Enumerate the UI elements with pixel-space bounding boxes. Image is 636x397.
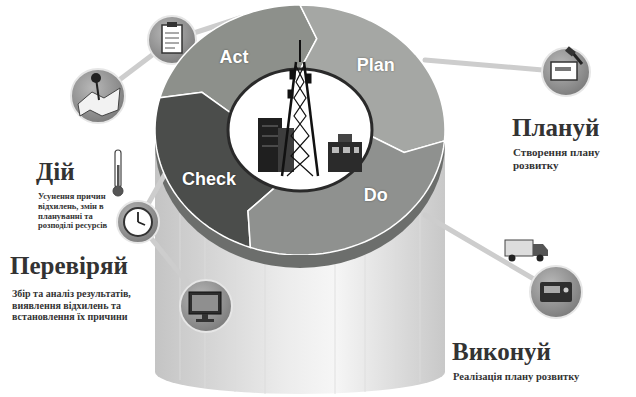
pdca-segment: Plan (155, 5, 445, 255)
phase-heading: Плануй (512, 114, 636, 142)
phase-heading: Виконуй (452, 338, 636, 366)
segment-shape (155, 5, 445, 255)
segment-shape (155, 5, 445, 255)
pdca-segment: Do (155, 5, 445, 255)
planning-icon (542, 46, 590, 96)
device-icon (530, 266, 582, 318)
phase-description: Збір та аналіз результатів, виявлення ві… (12, 288, 132, 323)
segment-label: Do (364, 185, 388, 206)
segment-label: Act (219, 47, 248, 68)
tower-lattice (282, 40, 318, 176)
thermometer-icon (113, 150, 123, 196)
pdca-segment: Act (155, 5, 445, 255)
phase-heading: Дій (36, 158, 146, 186)
segment-label: Check (182, 169, 236, 190)
ring-side (155, 18, 445, 268)
truck-icon (505, 240, 548, 262)
center-disc (228, 69, 372, 191)
pdca-segment: Check (155, 5, 445, 255)
segment-outline (155, 92, 276, 247)
phase-description: Усунення причин відхилень, змін в планув… (38, 192, 120, 231)
tower-buildings (258, 118, 362, 172)
segment-outline (300, 5, 445, 152)
phase-heading: Перевіряй (10, 252, 180, 280)
clock-icon (117, 201, 159, 243)
segment-outline (160, 5, 317, 114)
segment-label: Plan (357, 54, 395, 75)
segment-shape (155, 5, 445, 255)
segment-shape (155, 5, 445, 255)
phase-description: Реалізація плану розвитку (453, 371, 636, 383)
map-pin-icon (71, 69, 125, 123)
monitor-icon (180, 280, 232, 332)
clipboard-icon (148, 16, 196, 64)
phase-description: Створення плану розвитку (513, 146, 625, 171)
segment-outline (248, 135, 444, 255)
